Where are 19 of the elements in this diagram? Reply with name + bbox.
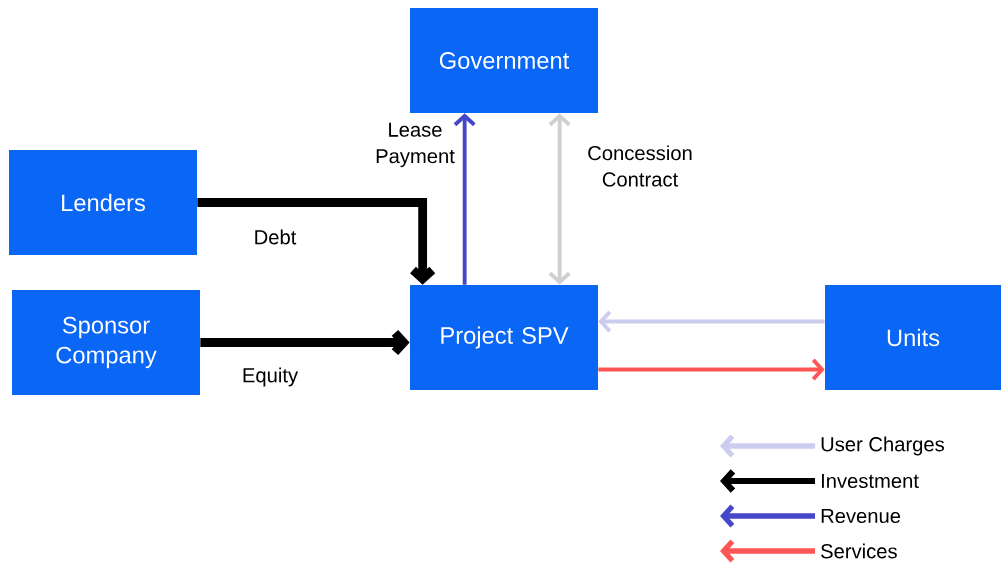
legend-label: Revenue bbox=[821, 508, 901, 524]
arrow bbox=[598, 310, 825, 333]
entity-box: Units bbox=[825, 285, 1001, 390]
edge-label: Lease Payment bbox=[376, 122, 455, 168]
entity-box: Lenders bbox=[9, 150, 197, 255]
edge-label: Debt bbox=[255, 229, 297, 245]
legend-label: Investment bbox=[822, 473, 919, 489]
arrow bbox=[200, 329, 410, 356]
entity-box: Project SPV bbox=[410, 285, 598, 390]
edge-label: Equity bbox=[243, 367, 299, 387]
entity-box: Sponsor Company bbox=[12, 290, 200, 395]
legend-label: Services bbox=[821, 543, 897, 559]
entity-box: Government bbox=[410, 8, 598, 113]
arrow bbox=[453, 113, 476, 285]
legend-label: User Charges bbox=[821, 436, 944, 456]
arrow bbox=[548, 113, 571, 285]
arrow bbox=[598, 358, 825, 381]
arrow bbox=[197, 198, 436, 285]
edge-label: Concession Contract bbox=[588, 145, 692, 187]
